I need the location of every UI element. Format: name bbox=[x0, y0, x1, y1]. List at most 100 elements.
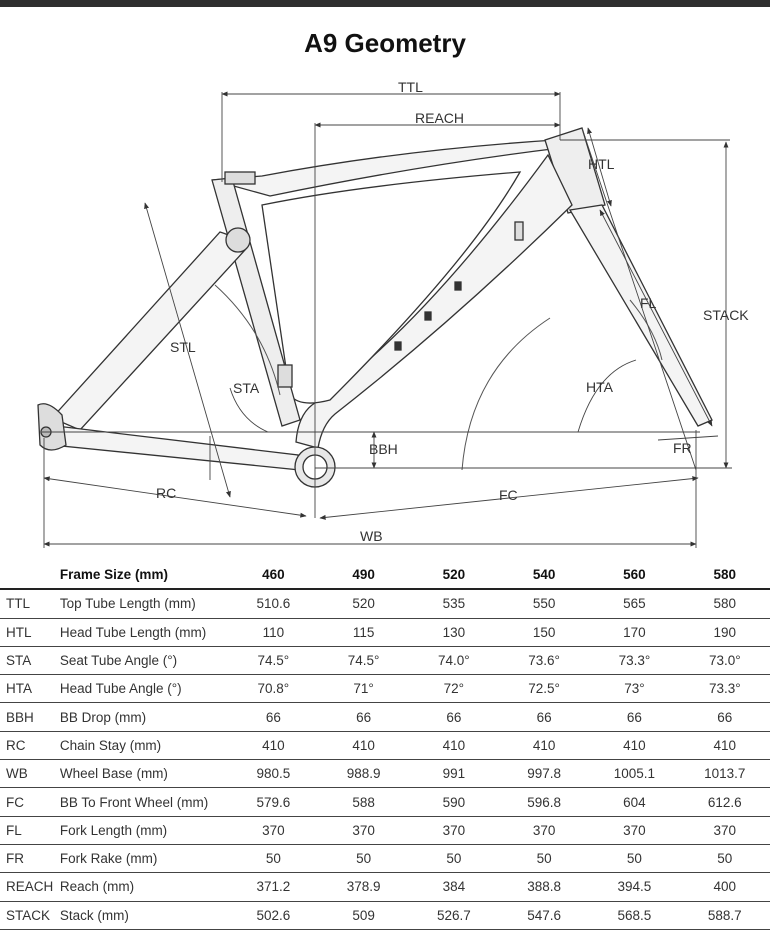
row-value: 66 bbox=[679, 702, 770, 732]
row-value: 997.8 bbox=[498, 759, 590, 789]
header-abbr-cell bbox=[0, 561, 60, 591]
table-row: TTL Top Tube Length (mm) 510.6 520 535 5… bbox=[0, 589, 770, 619]
row-value: 72.5° bbox=[498, 674, 590, 704]
table-row: FR Fork Rake (mm) 50 50 50 50 50 50 bbox=[0, 844, 770, 874]
label-bbh: BBH bbox=[369, 441, 398, 457]
row-label: Chain Stay (mm) bbox=[59, 731, 229, 761]
row-value: 66 bbox=[408, 702, 499, 732]
row-value: 509 bbox=[318, 901, 409, 930]
row-value: 612.6 bbox=[679, 787, 770, 817]
table-row: BBH BB Drop (mm) 66 66 66 66 66 66 bbox=[0, 702, 770, 732]
dimension-lines bbox=[42, 91, 732, 548]
label-fc: FC bbox=[499, 487, 518, 503]
label-stack: STACK bbox=[703, 307, 749, 323]
row-value: 1013.7 bbox=[679, 759, 770, 789]
bike-frame bbox=[37, 127, 713, 488]
table-row: STACK Stack (mm) 502.6 509 526.7 547.6 5… bbox=[0, 901, 770, 930]
row-abbr: FL bbox=[0, 816, 60, 845]
row-value: 74.5° bbox=[318, 646, 409, 676]
row-value: 66 bbox=[498, 702, 590, 732]
row-value: 400 bbox=[679, 872, 770, 902]
label-rc: RC bbox=[156, 485, 176, 501]
table-row: REACH Reach (mm) 371.2 378.9 384 388.8 3… bbox=[0, 872, 770, 902]
row-value: 535 bbox=[408, 589, 499, 619]
row-value: 74.5° bbox=[228, 646, 319, 676]
row-abbr: BBH bbox=[0, 702, 60, 732]
row-label: Top Tube Length (mm) bbox=[59, 589, 229, 619]
row-value: 50 bbox=[318, 844, 409, 874]
row-value: 72° bbox=[408, 674, 499, 704]
label-htl: HTL bbox=[588, 156, 615, 172]
row-label: Wheel Base (mm) bbox=[59, 759, 229, 789]
row-abbr: WB bbox=[0, 759, 60, 789]
row-value: 370 bbox=[589, 816, 680, 845]
row-value: 526.7 bbox=[408, 901, 499, 930]
row-value: 568.5 bbox=[589, 901, 680, 930]
row-abbr: STA bbox=[0, 646, 60, 676]
row-value: 73° bbox=[589, 674, 680, 704]
header-size: 520 bbox=[408, 561, 499, 591]
header-size: 580 bbox=[679, 561, 770, 591]
row-value: 115 bbox=[318, 618, 409, 647]
row-value: 565 bbox=[589, 589, 680, 619]
row-value: 170 bbox=[589, 618, 680, 647]
row-value: 410 bbox=[318, 731, 409, 761]
row-abbr: TTL bbox=[0, 589, 60, 619]
row-value: 370 bbox=[498, 816, 590, 845]
header-size: 490 bbox=[318, 561, 409, 591]
row-value: 190 bbox=[679, 618, 770, 647]
row-value: 550 bbox=[498, 589, 590, 619]
row-value: 388.8 bbox=[498, 872, 590, 902]
table-row: RC Chain Stay (mm) 410 410 410 410 410 4… bbox=[0, 731, 770, 761]
row-value: 50 bbox=[679, 844, 770, 874]
row-value: 991 bbox=[408, 759, 499, 789]
row-value: 74.0° bbox=[408, 646, 499, 676]
table-header-row: Frame Size (mm) 460 490 520 540 560 580 bbox=[0, 561, 770, 591]
row-value: 370 bbox=[679, 816, 770, 845]
header-size: 560 bbox=[589, 561, 680, 591]
row-abbr: RC bbox=[0, 731, 60, 761]
row-abbr: REACH bbox=[0, 872, 60, 902]
row-value: 110 bbox=[228, 618, 319, 647]
row-value: 588 bbox=[318, 787, 409, 817]
geometry-diagram: TTL REACH HTL STACK STL STA FL HTA BBH F… bbox=[37, 79, 749, 548]
row-value: 378.9 bbox=[318, 872, 409, 902]
row-abbr: HTA bbox=[0, 674, 60, 704]
table-row: FC BB To Front Wheel (mm) 579.6 588 590 … bbox=[0, 787, 770, 817]
row-value: 66 bbox=[228, 702, 319, 732]
row-abbr: STACK bbox=[0, 901, 60, 930]
row-value: 596.8 bbox=[498, 787, 590, 817]
row-label: Fork Length (mm) bbox=[59, 816, 229, 845]
row-label: Stack (mm) bbox=[59, 901, 229, 930]
row-value: 370 bbox=[318, 816, 409, 845]
row-value: 384 bbox=[408, 872, 499, 902]
label-fl: FL bbox=[640, 295, 657, 311]
row-value: 50 bbox=[408, 844, 499, 874]
row-value: 502.6 bbox=[228, 901, 319, 930]
row-value: 604 bbox=[589, 787, 680, 817]
row-value: 980.5 bbox=[228, 759, 319, 789]
row-value: 70.8° bbox=[228, 674, 319, 704]
table-row: HTL Head Tube Length (mm) 110 115 130 15… bbox=[0, 618, 770, 647]
row-value: 988.9 bbox=[318, 759, 409, 789]
row-value: 410 bbox=[498, 731, 590, 761]
row-value: 371.2 bbox=[228, 872, 319, 902]
table-row: STA Seat Tube Angle (°) 74.5° 74.5° 74.0… bbox=[0, 646, 770, 676]
row-abbr: FC bbox=[0, 787, 60, 817]
row-value: 71° bbox=[318, 674, 409, 704]
row-value: 66 bbox=[589, 702, 680, 732]
geometry-table: Frame Size (mm) 460 490 520 540 560 580 … bbox=[0, 561, 770, 930]
row-value: 370 bbox=[228, 816, 319, 845]
row-value: 588.7 bbox=[679, 901, 770, 930]
label-stl: STL bbox=[170, 339, 196, 355]
row-value: 73.3° bbox=[679, 674, 770, 704]
row-value: 130 bbox=[408, 618, 499, 647]
table-row: WB Wheel Base (mm) 980.5 988.9 991 997.8… bbox=[0, 759, 770, 789]
row-value: 66 bbox=[318, 702, 409, 732]
dimension-labels: TTL REACH HTL STACK STL STA FL HTA BBH F… bbox=[156, 79, 749, 544]
table-row: FL Fork Length (mm) 370 370 370 370 370 … bbox=[0, 816, 770, 845]
row-abbr: FR bbox=[0, 844, 60, 874]
row-value: 580 bbox=[679, 589, 770, 619]
row-label: Fork Rake (mm) bbox=[59, 844, 229, 874]
row-value: 73.0° bbox=[679, 646, 770, 676]
